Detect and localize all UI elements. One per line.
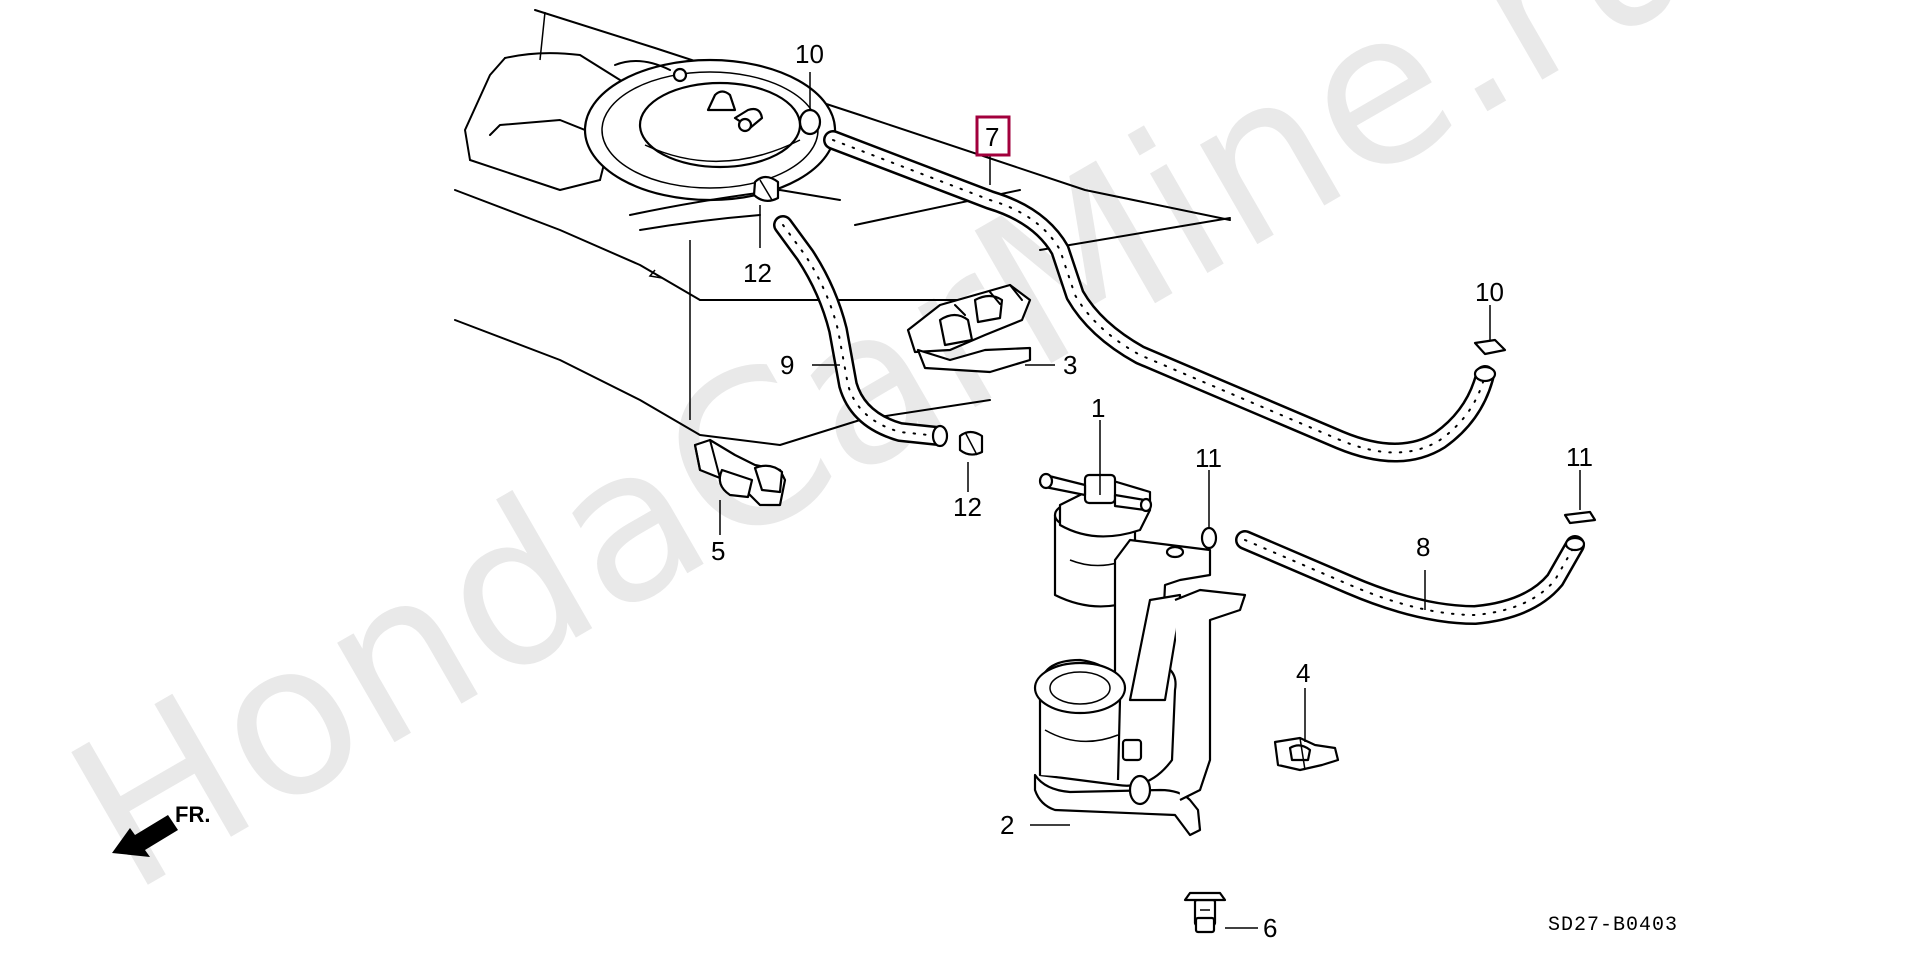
callout-8[interactable]: 8 (1416, 532, 1430, 562)
hose-holder-clamp[interactable] (906, 283, 1032, 374)
hose-clip-11a[interactable] (1200, 526, 1218, 550)
callouts: 1 2 3 4 5 6 7 8 9 10 10 11 11 12 12 (711, 39, 1593, 943)
front-label: FR. (175, 802, 210, 827)
callout-12-mid[interactable]: 12 (953, 492, 982, 522)
leader-lines (719, 72, 1581, 929)
front-direction-indicator: FR. (112, 802, 210, 857)
fuel-pump-flange (583, 58, 837, 202)
hose-9[interactable] (773, 215, 949, 448)
callout-9[interactable]: 9 (780, 350, 794, 380)
callout-10-top[interactable]: 10 (795, 39, 824, 69)
flange-bolt[interactable] (1183, 891, 1227, 934)
hose-7[interactable] (823, 130, 1497, 463)
callout-11-left[interactable]: 11 (1195, 443, 1222, 473)
hose-clip-4[interactable] (1273, 736, 1340, 772)
hose-clip-10b[interactable] (1473, 338, 1507, 356)
callout-3[interactable]: 3 (1063, 350, 1077, 380)
highlight-box-7 (975, 115, 1011, 157)
callout-12-top[interactable]: 12 (743, 258, 772, 288)
callout-4[interactable]: 4 (1296, 658, 1310, 688)
hose-clip-10a[interactable] (798, 108, 822, 136)
watermark-text: HondaCarMine.ru (33, 0, 1741, 938)
watermark: HondaCarMine.ru (33, 0, 1741, 938)
hose-clip-12a[interactable] (752, 175, 780, 202)
callout-7[interactable]: 7 (985, 122, 999, 152)
fuel-tank (454, 9, 1231, 446)
filter-bracket[interactable] (1033, 538, 1247, 837)
callout-6[interactable]: 6 (1263, 913, 1277, 943)
hose-clip-12b[interactable] (958, 430, 984, 456)
callout-1[interactable]: 1 (1091, 393, 1105, 423)
clamp-5[interactable] (693, 438, 787, 507)
hose-clip-11b[interactable] (1563, 510, 1597, 525)
diagram-code: SD27-B0403 (1548, 914, 1678, 937)
callout-11-right[interactable]: 11 (1566, 442, 1593, 472)
callout-5[interactable]: 5 (711, 536, 725, 566)
callout-10-right[interactable]: 10 (1475, 277, 1504, 307)
callout-2[interactable]: 2 (1000, 810, 1014, 840)
hose-8[interactable] (1235, 530, 1586, 625)
front-arrow-icon (112, 815, 178, 857)
